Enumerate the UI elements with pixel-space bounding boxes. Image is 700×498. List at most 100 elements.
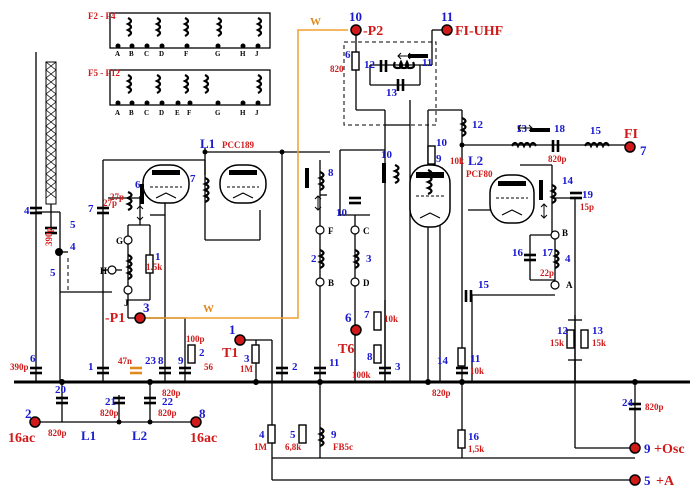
component-value: 27p (110, 192, 124, 202)
terminal-t6[interactable] (350, 324, 362, 336)
component-labels: 4 5 390p 4 5 6 390p 7 27p 6 27p 1 1.5k 7… (10, 49, 664, 454)
component-ref: 6 (345, 49, 351, 61)
terminal-fi[interactable] (624, 141, 636, 153)
terminal-t1-number: 1 (229, 322, 236, 337)
component-ref: 7 (190, 173, 196, 185)
contact-letter: C (363, 226, 370, 236)
terminal-p1[interactable] (134, 312, 146, 324)
component-ref: 6 (30, 353, 36, 365)
component-value: 820p (100, 408, 119, 418)
resistors (145, 51, 589, 449)
contact-letter: B (328, 278, 334, 288)
component-ref: 12 (472, 119, 484, 131)
terminal-plus-a-name: +A (656, 474, 675, 489)
contact-points (107, 225, 560, 295)
line-label-l2: L2 (132, 428, 147, 443)
contact-label: D (159, 109, 164, 117)
component-ref: 4 (259, 429, 265, 441)
component-ref: 21 (105, 396, 116, 408)
component-ref: 8 (328, 167, 334, 179)
terminal-p2-name: -P2 (363, 24, 383, 39)
component-ref: 7 (364, 309, 370, 321)
component-ref: 13 (516, 123, 528, 135)
tube-labels: L1 PCC189 L2 PCF80 W W L1 L2 (81, 16, 493, 443)
contact-label: E (175, 109, 180, 117)
component-ref: 10 (381, 149, 393, 161)
tube-l2-ref: L2 (468, 153, 483, 168)
terminal-plus-a[interactable] (629, 474, 641, 486)
tube-l2-type: PCF80 (466, 169, 493, 179)
component-ref: 2 (311, 253, 317, 265)
component-ref: 17 (542, 247, 554, 259)
terminal-fi-number: 7 (640, 143, 647, 158)
component-ref: 8 (158, 355, 164, 367)
component-ref: 2 (292, 361, 298, 373)
component-value: 10k (470, 366, 484, 376)
contact-label: B (129, 50, 134, 58)
component-value: 1,5k (468, 444, 484, 454)
contact-label: J (255, 50, 259, 58)
component-ref: 19 (582, 189, 594, 201)
terminal-t1[interactable] (234, 334, 246, 346)
component-ref: 9 (178, 355, 184, 367)
switch-bank-top-label: F2 - F4 (88, 11, 116, 21)
component-value: 27p (103, 198, 117, 208)
terminal-p1-name: -P1 (105, 311, 125, 326)
component-ref: 10 (436, 137, 448, 149)
terminal-input-right-name: 16ac (190, 431, 217, 446)
component-value: 100k (352, 370, 371, 380)
wire-label: W (310, 16, 321, 28)
switch-bank-bottom-label: F5 - F12 (88, 68, 120, 78)
component-ref: 4 (70, 241, 76, 253)
component-ref: 16 (512, 247, 524, 259)
terminal-fi-uhf-name: FI-UHF (455, 24, 503, 39)
component-value: 100p (186, 334, 205, 344)
capacitors (30, 60, 641, 411)
terminal-input-left-number: 2 (25, 406, 32, 421)
terminal-input-right-number: 8 (199, 406, 206, 421)
switch-bank-top: F2 - F4 A B C D F G H J (88, 11, 271, 58)
component-value: 820p (158, 408, 177, 418)
tube-l1 (142, 164, 267, 204)
terminal-input-right[interactable] (190, 416, 202, 428)
terminal-t6-number: 6 (345, 310, 352, 325)
terminal-p2[interactable] (350, 24, 362, 36)
component-ref: 8 (367, 351, 373, 363)
component-value: 1.5k (146, 262, 162, 272)
component-ref: 14 (437, 355, 449, 367)
terminal-p2-number: 10 (349, 9, 362, 24)
component-value: FB5c (333, 442, 353, 452)
component-value: 390p (44, 227, 54, 246)
component-ref: 12 (557, 325, 569, 337)
component-value: 15k (592, 338, 606, 348)
tube-l1-ref: L1 (200, 136, 215, 151)
component-ref: 14 (562, 175, 574, 187)
component-value: 1M (254, 442, 268, 452)
contact-label: C (144, 109, 149, 117)
component-ref: 10 (336, 207, 348, 219)
component-value: 15p (580, 202, 594, 212)
tube-l1-type: PCC189 (222, 140, 254, 150)
component-ref: 4 (24, 205, 30, 217)
contact-label: D (159, 50, 164, 58)
terminal-fi-uhf[interactable] (441, 24, 453, 36)
terminal-input-left-name: 16ac (8, 431, 35, 446)
component-value: 820p (432, 388, 451, 398)
component-value: 390p (10, 362, 29, 372)
component-ref: 15 (478, 279, 490, 291)
terminal-osc[interactable] (629, 442, 641, 454)
component-ref: 13 (592, 325, 604, 337)
component-value: 10k (450, 156, 464, 166)
contact-letter: B (562, 228, 568, 238)
component-value: 10k (384, 314, 398, 324)
component-ref: 9 (331, 429, 337, 441)
component-ref: 9 (436, 153, 442, 165)
component-value: 22p (540, 268, 554, 278)
terminal-input-left[interactable] (29, 416, 41, 428)
component-value: 15k (550, 338, 564, 348)
component-value: 820 (330, 64, 344, 74)
component-ref: 6 (135, 179, 141, 191)
contact-letter: G (116, 236, 123, 246)
contact-letters: G H J F B C D B A (100, 226, 573, 308)
component-ref: 12 (364, 59, 376, 71)
